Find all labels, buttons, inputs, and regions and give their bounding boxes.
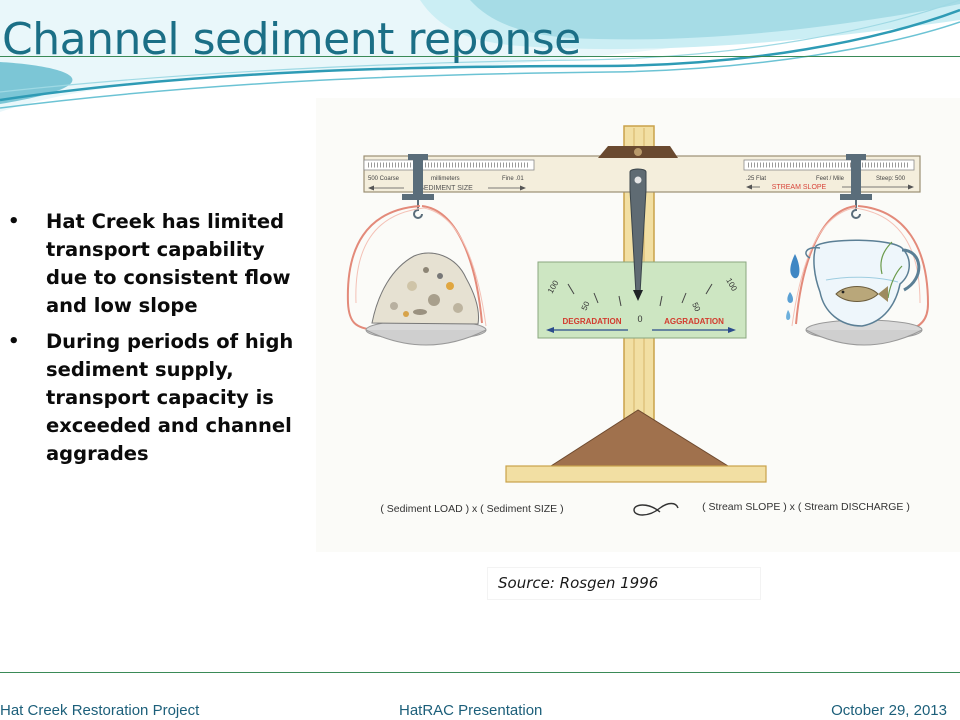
slope-scale-right-label: Steep: 500 xyxy=(876,176,906,182)
balance-pointer xyxy=(629,168,647,301)
bullet-icon: • xyxy=(8,331,20,352)
footer-divider xyxy=(0,672,960,673)
water-drop-icon xyxy=(786,254,800,320)
aggradation-label: AGGRADATION xyxy=(664,317,724,326)
slope-scale-left-label: .25 Flat xyxy=(746,176,766,182)
equation-right-side: ( Stream SLOPE ) x ( Stream DISCHARGE ) xyxy=(702,501,910,513)
gauge-tick-label: 50 xyxy=(690,301,702,313)
source-citation: Source: Rosgen 1996 xyxy=(498,574,659,592)
bullet-item: • During periods of high sediment supply,… xyxy=(8,328,308,468)
stream-slope-ruler xyxy=(743,159,915,171)
sediment-scale-center-label: millimeters xyxy=(431,176,460,182)
equation-left-side: ( Sediment LOAD ) x ( Sediment SIZE ) xyxy=(380,503,563,515)
water-pitcher-icon xyxy=(805,239,921,327)
lane-balance-diagram: 500 Coarse millimeters Fine .01 SEDIMENT… xyxy=(316,98,960,552)
sediment-size-ruler xyxy=(363,159,535,171)
sediment-pile-icon xyxy=(371,252,479,325)
footer-date: October 29, 2013 xyxy=(831,702,947,719)
title-underline xyxy=(0,56,960,57)
bullet-item: • Hat Creek has limited transport capabil… xyxy=(8,208,308,320)
degradation-label: DEGRADATION xyxy=(563,317,622,326)
right-scale-hanger xyxy=(840,154,872,219)
bullet-text: Hat Creek has limited transport capabili… xyxy=(46,210,291,317)
bullet-text: During periods of high sediment supply, … xyxy=(46,330,294,465)
slope-scale-center-label: Feet / Mile xyxy=(816,176,845,182)
proportional-symbol-icon xyxy=(633,502,679,516)
balance-base xyxy=(549,409,730,467)
sediment-scale-left-label: 500 Coarse xyxy=(368,176,400,182)
sediment-size-scale-label: SEDIMENT SIZE xyxy=(419,185,473,192)
left-scale-hanger xyxy=(402,154,434,219)
stream-slope-scale-label: STREAM SLOPE xyxy=(772,184,827,191)
bullet-list: • Hat Creek has limited transport capabil… xyxy=(8,208,308,476)
footer-presentation-name: HatRAC Presentation xyxy=(399,702,543,719)
bullet-icon: • xyxy=(8,211,20,232)
source-caption: Source: Rosgen 1996 xyxy=(488,568,760,599)
page-title: Channel sediment reponse xyxy=(2,14,581,65)
gauge-tick-label: 0 xyxy=(637,314,642,324)
sediment-scale-right-label: Fine .01 xyxy=(502,176,524,182)
fish-icon xyxy=(835,286,888,302)
transport-gauge xyxy=(537,261,747,339)
footer-project-name: Hat Creek Restoration Project xyxy=(0,702,200,719)
gauge-tick-label: 50 xyxy=(580,299,592,311)
